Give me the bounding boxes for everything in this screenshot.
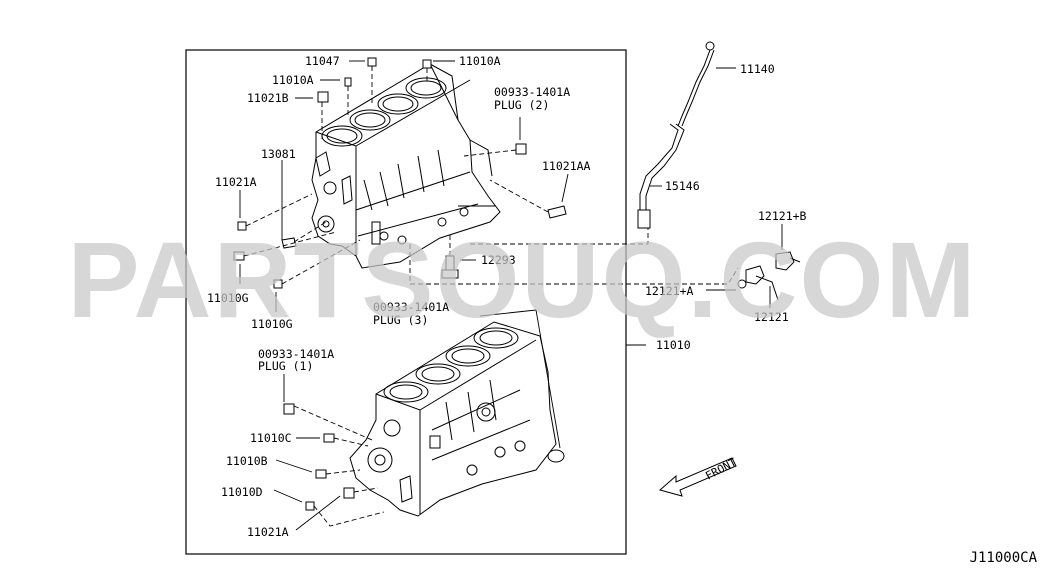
label-plug2[interactable]: PLUG (2) xyxy=(494,98,549,112)
oil-dipstick-assembly[interactable] xyxy=(637,41,715,229)
plug-1 xyxy=(283,403,295,415)
front-label: FRONT xyxy=(703,455,739,482)
part-11010D-pin xyxy=(305,501,315,511)
diagram-code: J11000CA xyxy=(969,550,1037,566)
part-11010G-a xyxy=(233,251,245,261)
leader-lines xyxy=(239,60,783,531)
label-12121B[interactable]: 12121+B xyxy=(758,209,807,223)
diagram-frame xyxy=(185,49,627,555)
part-11010A-bolt-b xyxy=(344,77,352,87)
dashed-leaders-upper xyxy=(243,66,739,285)
label-plug1-code[interactable]: 00933-1401A xyxy=(258,347,334,361)
dashed-leaders-lower xyxy=(293,405,385,527)
part-11047-bolt xyxy=(367,57,377,67)
label-11010D[interactable]: 11010D xyxy=(221,485,263,499)
label-plug3[interactable]: PLUG (3) xyxy=(373,313,428,327)
part-11010B-pin xyxy=(315,469,327,479)
label-plug3-code[interactable]: 00933-1401A xyxy=(373,300,449,314)
label-13081[interactable]: 13081 xyxy=(261,147,296,161)
label-11010G-b[interactable]: 11010G xyxy=(251,317,293,331)
lower-small-parts[interactable] xyxy=(283,403,355,511)
label-11010[interactable]: 11010 xyxy=(656,338,691,352)
label-11010A-a[interactable]: 11010A xyxy=(459,54,501,68)
label-11010B[interactable]: 11010B xyxy=(226,454,268,468)
knock-sensor-assembly[interactable] xyxy=(737,251,801,301)
cylinder-block-upper[interactable] xyxy=(311,63,501,269)
plug-2 xyxy=(515,143,527,155)
part-11021B-plug xyxy=(317,91,329,103)
upper-small-parts[interactable] xyxy=(233,57,567,289)
label-11021AA[interactable]: 11021AA xyxy=(542,159,591,173)
label-12121[interactable]: 12121 xyxy=(754,310,789,324)
label-plug2-code[interactable]: 00933-1401A xyxy=(494,85,570,99)
label-11021A-bottom[interactable]: 11021A xyxy=(247,525,289,539)
label-12121A[interactable]: 12121+A xyxy=(645,284,694,298)
label-11047[interactable]: 11047 xyxy=(305,54,340,68)
part-11021A-plug xyxy=(343,487,355,499)
label-12293[interactable]: 12293 xyxy=(481,253,516,267)
label-11021A-top[interactable]: 11021A xyxy=(215,175,257,189)
part-11010A-bolt-a xyxy=(422,59,432,69)
label-15146[interactable]: 15146 xyxy=(665,179,700,193)
label-plug1[interactable]: PLUG (1) xyxy=(258,359,313,373)
front-arrow-icon: FRONT xyxy=(658,455,739,497)
part-11010G-b xyxy=(273,279,283,289)
label-11140[interactable]: 11140 xyxy=(740,62,775,76)
label-11010G-a[interactable]: 11010G xyxy=(207,291,249,305)
label-11010A-b[interactable]: 11010A xyxy=(272,73,314,87)
cylinder-block-lower[interactable] xyxy=(349,321,565,517)
part-11021A-pin xyxy=(237,221,247,231)
label-11010C[interactable]: 11010C xyxy=(250,431,292,445)
part-callouts: 11047 11010A 11010A 11021B 00933-1401A P… xyxy=(207,54,807,539)
part-11021AA-bolt xyxy=(547,205,567,219)
label-11021B[interactable]: 11021B xyxy=(247,91,289,105)
part-11010C-pin xyxy=(323,433,335,443)
